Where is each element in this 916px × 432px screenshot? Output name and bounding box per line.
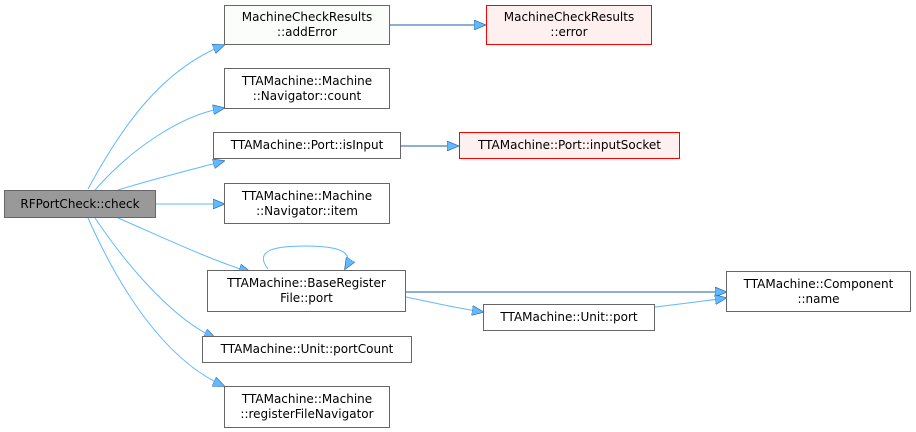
- edge-check-to-regfile-navigator: [87, 217, 224, 386]
- node-label: ::error: [550, 25, 588, 39]
- node-baseregisterfile-port[interactable]: TTAMachine::BaseRegister File::port: [207, 270, 406, 312]
- node-label: ::Navigator::item: [256, 203, 358, 218]
- node-label: TTAMachine::Component: [743, 276, 894, 291]
- edge-unit-port-to-name: [654, 298, 726, 308]
- node-label: ::name: [797, 291, 840, 306]
- node-registerfilenavigator[interactable]: TTAMachine::Machine ::registerFileNaviga…: [224, 386, 390, 428]
- node-label: TTAMachine::Port::inputSocket: [478, 138, 661, 152]
- node-label: MachineCheckResults: [241, 10, 373, 24]
- node-label: RFPortCheck::check: [20, 196, 140, 211]
- edge-check-to-navigator-count: [94, 108, 224, 191]
- node-label: File::port: [280, 291, 333, 305]
- node-label: TTAMachine::Machine: [241, 392, 373, 406]
- node-label: TTAMachine::Port::isInput: [230, 138, 384, 152]
- node-label: MachineCheckResults: [503, 10, 635, 24]
- node-machinecheckresults-error[interactable]: MachineCheckResults ::error: [486, 5, 652, 45]
- node-label: TTAMachine::BaseRegister: [227, 276, 386, 290]
- node-label: TTAMachine::Unit::port: [500, 310, 638, 324]
- node-unit-port[interactable]: TTAMachine::Unit::port: [483, 304, 655, 331]
- edge-check-to-baseregfile-port: [117, 217, 250, 272]
- node-label: ::Navigator::count: [252, 88, 362, 103]
- node-rfportcheck-check[interactable]: RFPortCheck::check: [4, 190, 156, 218]
- node-label: TTAMachine::Machine: [241, 73, 373, 88]
- edge-check-to-adderror: [87, 45, 224, 190]
- node-machinecheckresults-adderror[interactable]: MachineCheckResults ::addError: [224, 5, 390, 45]
- node-label: TTAMachine::Machine: [241, 188, 373, 203]
- node-label: ::registerFileNavigator: [240, 407, 374, 421]
- node-port-isinput[interactable]: TTAMachine::Port::isInput: [213, 132, 401, 159]
- node-label: TTAMachine::Unit::portCount: [220, 342, 394, 356]
- node-navigator-item[interactable]: TTAMachine::Machine ::Navigator::item: [224, 183, 390, 224]
- node-unit-portcount[interactable]: TTAMachine::Unit::portCount: [202, 336, 412, 363]
- edge-baseregfile-port-self: [262, 245, 348, 269]
- node-navigator-count[interactable]: TTAMachine::Machine ::Navigator::count: [224, 68, 390, 109]
- edge-check-to-isinput: [117, 161, 224, 191]
- node-label: ::addError: [277, 25, 337, 39]
- edge-check-to-portcount: [94, 217, 215, 338]
- node-port-inputsocket[interactable]: TTAMachine::Port::inputSocket: [459, 132, 680, 159]
- edge-baseregfile-port-to-unit-port: [405, 296, 483, 312]
- node-component-name[interactable]: TTAMachine::Component ::name: [726, 271, 911, 312]
